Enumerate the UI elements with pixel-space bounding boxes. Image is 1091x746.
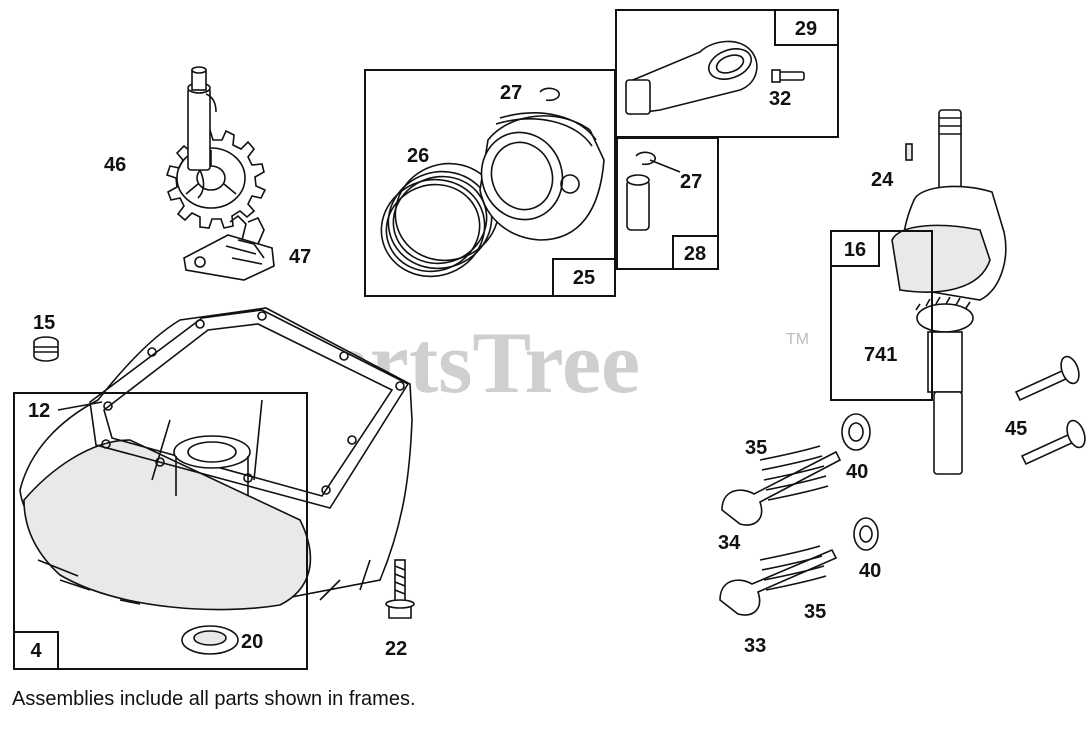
part-oil-seal-drawing[interactable] — [181, 625, 239, 655]
callout-40-lower[interactable]: 40 — [859, 560, 881, 582]
callout-15[interactable]: 15 — [33, 312, 55, 334]
part-bolt-drawing[interactable] — [385, 559, 415, 619]
frame-29-tag[interactable] — [774, 9, 839, 46]
assemblies-note: Assemblies include all parts shown in fr… — [12, 688, 416, 710]
part-piston-pin-drawing[interactable] — [626, 151, 681, 231]
part-valve-intake-drawing[interactable] — [721, 413, 871, 526]
part-tappets-drawing[interactable] — [1014, 354, 1088, 466]
part-clip-top-drawing[interactable] — [539, 87, 560, 102]
callout-32[interactable]: 32 — [769, 88, 791, 110]
frame-28-number: 28 — [684, 243, 706, 265]
part-sump-drawing[interactable] — [19, 307, 413, 611]
frame-4-number: 4 — [30, 640, 42, 662]
callout-35-upper[interactable]: 35 — [745, 437, 767, 459]
leader-line-12 — [57, 401, 103, 411]
callout-27-top[interactable]: 27 — [500, 82, 522, 104]
frame-16 — [830, 230, 933, 401]
part-governor-drawing[interactable] — [183, 214, 275, 281]
callout-24[interactable]: 24 — [871, 169, 894, 191]
frame-28-tag[interactable] — [672, 235, 719, 270]
frame-25-tag[interactable] — [552, 258, 616, 297]
part-connecting-rod-drawing[interactable] — [625, 40, 805, 115]
callout-40-upper[interactable]: 40 — [846, 461, 868, 483]
part-cam-gear-drawing[interactable] — [165, 66, 267, 229]
callout-33[interactable]: 33 — [744, 635, 766, 657]
callout-35-lower[interactable]: 35 — [804, 601, 826, 623]
frame-16-number: 16 — [844, 239, 866, 261]
frame-29 — [615, 9, 839, 138]
callout-27-pin[interactable]: 27 — [680, 171, 702, 193]
frame-4 — [13, 392, 308, 670]
callout-26[interactable]: 26 — [407, 145, 429, 167]
part-valve-exhaust-drawing[interactable] — [719, 517, 879, 616]
callout-22[interactable]: 22 — [385, 638, 407, 660]
callout-741[interactable]: 741 — [864, 344, 897, 366]
callout-47[interactable]: 47 — [289, 246, 311, 268]
frame-25-number: 25 — [573, 267, 595, 289]
frame-29-number: 29 — [795, 18, 817, 40]
watermark-trademark: TM — [786, 331, 809, 348]
frame-16-tag[interactable] — [830, 230, 880, 267]
part-plug-drawing[interactable] — [33, 336, 59, 362]
callout-12[interactable]: 12 — [28, 400, 50, 422]
frame-25 — [364, 69, 616, 297]
part-crankshaft-drawing[interactable] — [891, 109, 1007, 475]
callout-20[interactable]: 20 — [241, 631, 263, 653]
callout-46[interactable]: 46 — [104, 154, 126, 176]
part-piston-drawing[interactable] — [469, 112, 605, 241]
callout-45[interactable]: 45 — [1005, 418, 1027, 440]
frame-4-tag[interactable] — [13, 631, 59, 670]
callout-34[interactable]: 34 — [718, 532, 741, 554]
